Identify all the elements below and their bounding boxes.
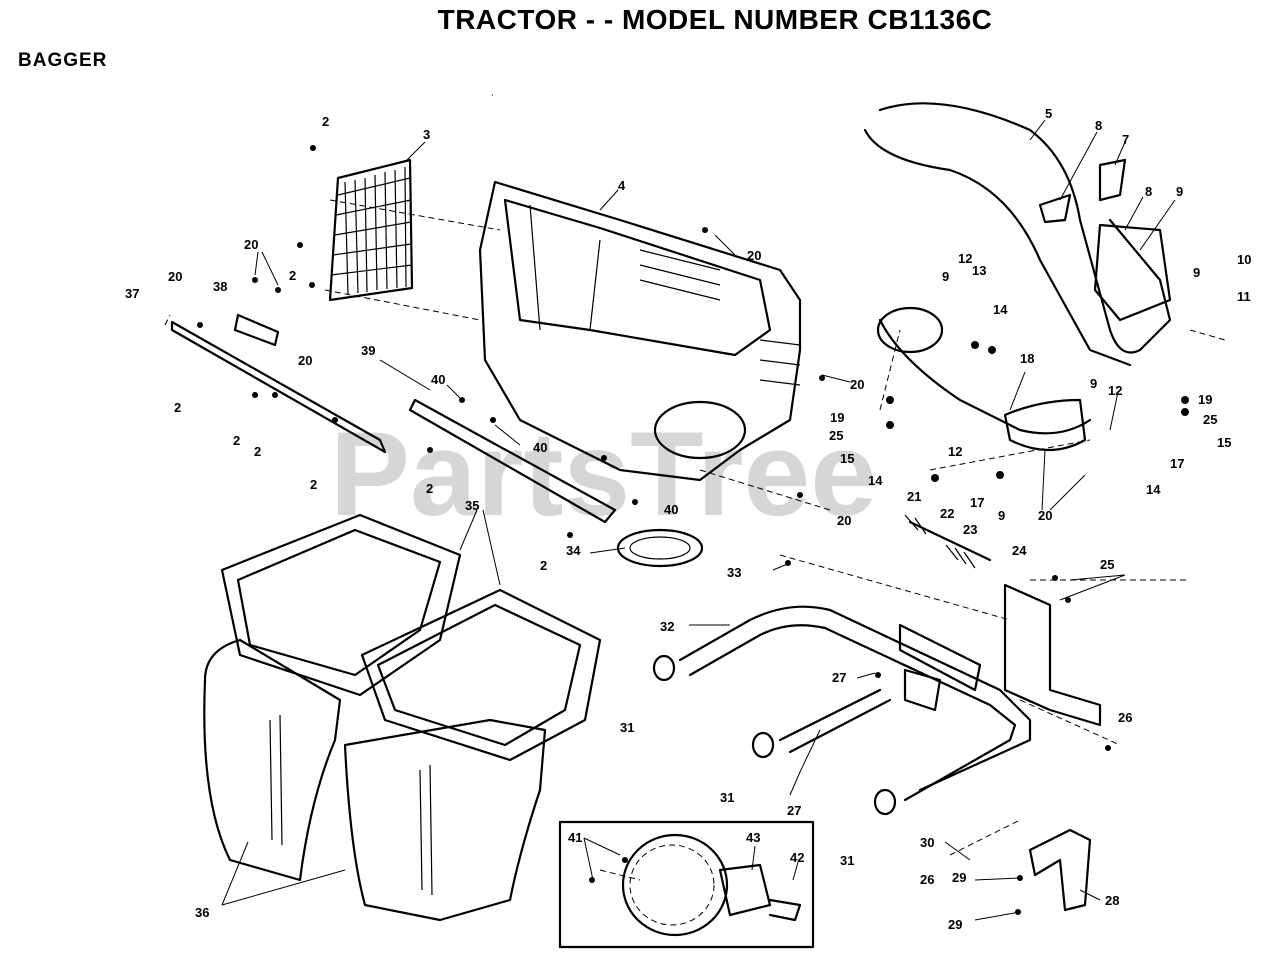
grille-screen <box>328 158 414 302</box>
callout-27: 27 <box>787 803 801 818</box>
deflector <box>876 306 1092 452</box>
bagger-hood <box>478 180 802 482</box>
callout-31: 31 <box>620 720 634 735</box>
callout-25: 25 <box>1203 412 1217 427</box>
callout-32: 32 <box>660 619 674 634</box>
callout-13: 13 <box>972 263 986 278</box>
tube-caps <box>652 654 897 816</box>
callout-2: 2 <box>322 114 329 129</box>
callout-4: 4 <box>618 178 626 193</box>
callout-2: 2 <box>233 433 240 448</box>
callout-2: 2 <box>174 400 181 415</box>
callout-2: 2 <box>426 481 433 496</box>
watermark-text: PartsTree <box>330 407 877 541</box>
callout-8: 8 <box>1095 118 1102 133</box>
fasteners <box>197 145 1189 915</box>
callout-29: 29 <box>952 870 966 885</box>
callout-15: 15 <box>840 451 854 466</box>
callout-12: 12 <box>948 444 962 459</box>
callout-28: 28 <box>1105 893 1119 908</box>
callout-26: 26 <box>1118 710 1132 725</box>
callout-35: 35 <box>465 498 479 513</box>
callout-43: 43 <box>746 830 760 845</box>
callout-20: 20 <box>850 377 864 392</box>
callout-5: 5 <box>1045 106 1052 121</box>
callout-34: 34 <box>566 543 581 558</box>
callout-14: 14 <box>868 473 883 488</box>
callout-9: 9 <box>998 508 1005 523</box>
callout-41: 41 <box>568 830 582 845</box>
callout-22: 22 <box>940 506 954 521</box>
callout-23: 23 <box>963 522 977 537</box>
callout-40: 40 <box>533 440 547 455</box>
callout-12: 12 <box>958 251 972 266</box>
callout-20: 20 <box>244 237 258 252</box>
callout-19: 19 <box>1198 392 1212 407</box>
callout-11: 11 <box>1237 289 1251 304</box>
assembly-lines <box>164 199 1226 881</box>
gasket-inner <box>629 536 691 560</box>
callout-37: 37 <box>125 286 139 301</box>
callout-24: 24 <box>1012 543 1027 558</box>
callout-20: 20 <box>837 513 851 528</box>
callout-2: 2 <box>540 558 547 573</box>
callout-31: 31 <box>720 790 734 805</box>
callout-2: 2 <box>310 477 317 492</box>
callout-17: 17 <box>970 495 984 510</box>
callout-38: 38 <box>213 279 227 294</box>
hitch-bracket <box>1028 828 1092 912</box>
callout-33: 33 <box>727 565 741 580</box>
callout-20: 20 <box>168 269 182 284</box>
callout-14: 14 <box>1146 482 1161 497</box>
callout-10: 10 <box>1237 252 1251 267</box>
callout-25: 25 <box>1100 557 1114 572</box>
side-bracket <box>1003 583 1102 727</box>
callout-31: 31 <box>840 853 854 868</box>
callout-9: 9 <box>1176 184 1183 199</box>
callout-9: 9 <box>1090 376 1097 391</box>
callout-18: 18 <box>1020 351 1034 366</box>
section-label: BAGGER <box>18 50 108 71</box>
callout-17: 17 <box>1170 456 1184 471</box>
callout-9: 9 <box>942 269 949 284</box>
leader-lines <box>221 94 1176 921</box>
callout-20: 20 <box>298 353 312 368</box>
callout-2: 2 <box>289 268 296 283</box>
callout-36: 36 <box>195 905 209 920</box>
callout-19: 19 <box>830 410 844 425</box>
spring-assembly <box>904 514 992 569</box>
callout-29: 29 <box>948 917 962 932</box>
collection-bags <box>203 513 602 922</box>
callout-7: 7 <box>1122 132 1129 147</box>
callout-20: 20 <box>1038 508 1052 523</box>
frame-tube <box>678 605 1032 802</box>
discharge-chute <box>863 102 1172 367</box>
mounting-rails <box>170 313 617 524</box>
inset-detail <box>558 820 815 949</box>
callout-9: 9 <box>1193 265 1200 280</box>
callout-20: 20 <box>747 248 761 263</box>
callout-14: 14 <box>993 302 1008 317</box>
callout-27: 27 <box>832 670 846 685</box>
callout-12: 12 <box>1108 383 1122 398</box>
callout-42: 42 <box>790 850 804 865</box>
callout-39: 39 <box>361 343 375 358</box>
callout-3: 3 <box>423 127 430 142</box>
callout-26: 26 <box>920 872 934 887</box>
callout-25: 25 <box>829 428 843 443</box>
callout-2: 2 <box>254 444 261 459</box>
page-title: TRACTOR - - MODEL NUMBER CB1136C <box>437 4 993 35</box>
callout-40: 40 <box>664 502 678 517</box>
callout-15: 15 <box>1217 435 1231 450</box>
callout-8: 8 <box>1145 184 1152 199</box>
callout-40: 40 <box>431 372 445 387</box>
callout-21: 21 <box>907 489 921 504</box>
gasket <box>616 528 704 568</box>
callout-30: 30 <box>920 835 934 850</box>
